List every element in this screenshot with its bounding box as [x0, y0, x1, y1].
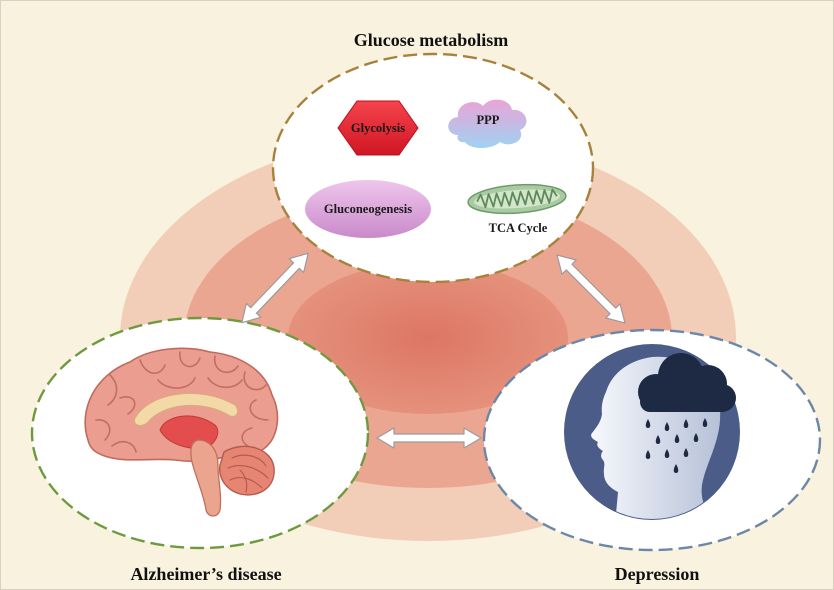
rain-drop-icon [673, 464, 679, 473]
tca-cycle-badge: TCA Cycle [467, 183, 567, 235]
hexagon-icon [337, 100, 419, 156]
glucose-node-border [271, 52, 595, 284]
mitochondrion-icon [467, 183, 567, 215]
double-headed-arrow-icon-glucose-depression [556, 254, 626, 324]
depressed-head-icon [564, 344, 740, 520]
ppp-label: PPP [477, 113, 500, 127]
double-headed-arrow-icon-glucose-alzheimers [241, 252, 309, 324]
glucose-metabolism-title: Glucose metabolism [354, 30, 509, 50]
gluconeogenesis-label: Gluconeogenesis [324, 202, 412, 216]
depression-node [482, 328, 822, 552]
rain-drop-icon [683, 448, 689, 457]
rain-drop-icon [674, 434, 680, 443]
gluconeogenesis-badge: Gluconeogenesis [305, 180, 431, 238]
rain-drops [645, 418, 708, 473]
alzheimers-node [30, 316, 370, 550]
rain-drop-icon [702, 418, 708, 427]
rain-drop-icon [645, 450, 651, 459]
rain-drop-icon [664, 422, 670, 431]
glycolysis-label: Glycolysis [351, 121, 405, 135]
ppp-badge: PPP [448, 99, 527, 148]
rain-drop-icon [664, 449, 670, 458]
rain-drop-icon [645, 419, 651, 428]
glucose-metabolism-node: Glycolysis PPP Gluconeogenesis TCA Cycle [271, 52, 595, 284]
alzheimers-disease-label: Alzheimer’s disease [130, 564, 281, 584]
oval-icon [305, 180, 431, 238]
cloud-icon [448, 99, 527, 148]
rain-cloud-icon [638, 353, 736, 412]
rain-drop-icon [683, 419, 689, 428]
depression-label: Depression [615, 564, 700, 584]
brain-icon [84, 347, 279, 517]
ring-inner [288, 262, 568, 414]
rain-drop-icon [655, 435, 661, 444]
rain-drop-icon [693, 433, 699, 442]
double-headed-arrow-icon-alzheimers-depression [376, 427, 482, 449]
tca-cycle-label: TCA Cycle [489, 221, 548, 235]
glycolysis-badge: Glycolysis [337, 100, 419, 156]
